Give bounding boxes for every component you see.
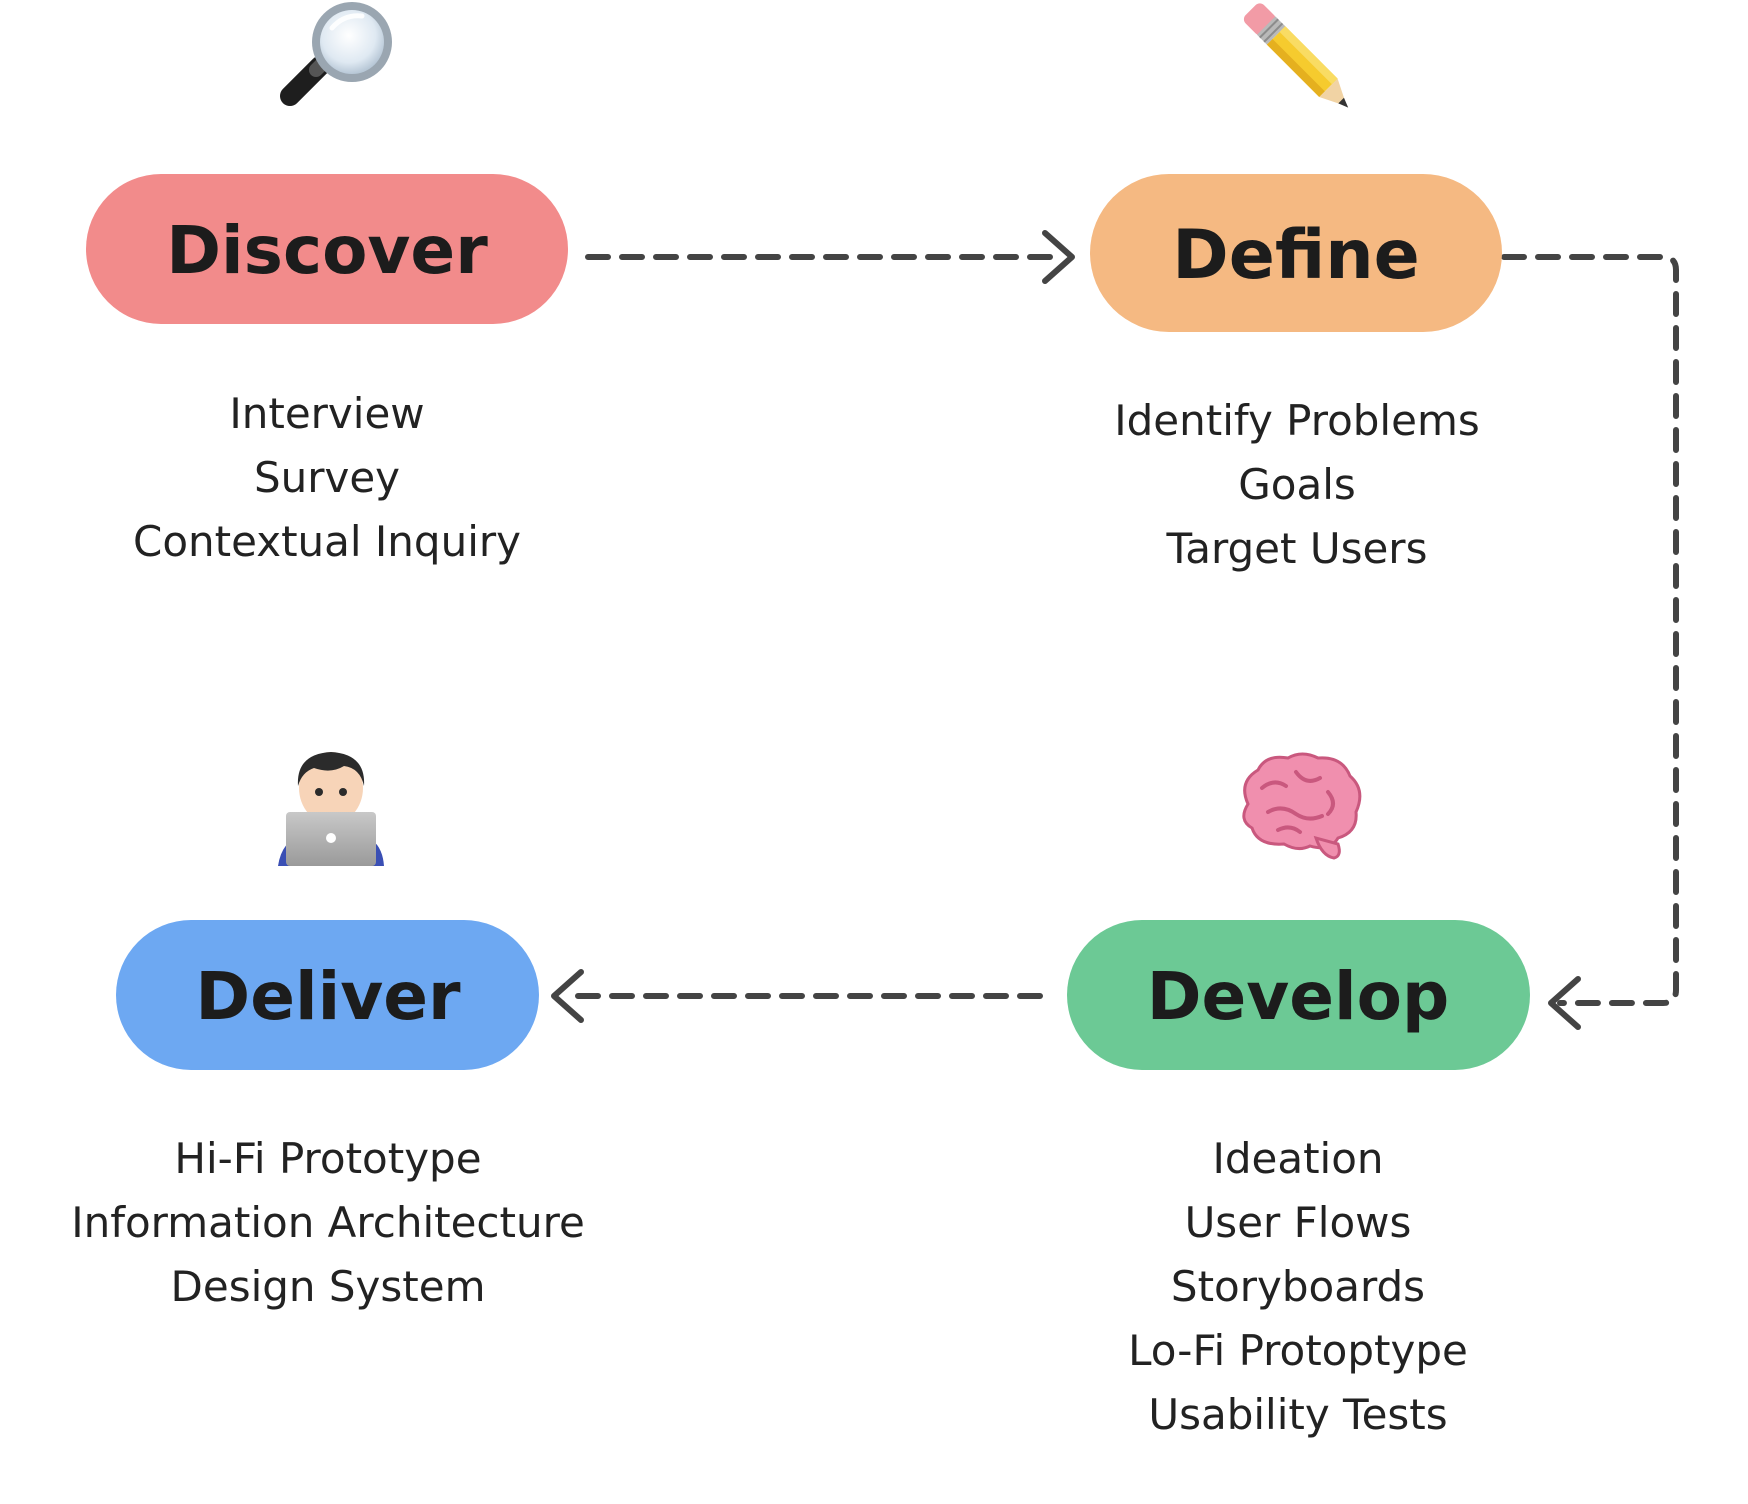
phase-deliver: Deliver — [116, 920, 539, 1070]
list-item: Information Architecture — [71, 1198, 585, 1247]
connector-define-to-develop — [1501, 254, 1679, 1030]
connector-develop-to-deliver — [551, 969, 1043, 1023]
list-item: Ideation — [1212, 1134, 1384, 1183]
discover-label: Discover — [166, 212, 488, 289]
develop-activities: Ideation User Flows Storyboards Lo-Fi Pr… — [1128, 1127, 1468, 1447]
discover-pill — [86, 174, 568, 324]
develop-label: Develop — [1147, 958, 1450, 1035]
define-label: Define — [1172, 216, 1420, 295]
discover-activities: Interview Survey Contextual Inquiry — [133, 382, 521, 574]
list-item: Identify Problems — [1114, 396, 1480, 445]
list-item: Contextual Inquiry — [133, 517, 521, 566]
arrowhead-left-icon — [1548, 976, 1581, 1030]
list-item: Survey — [253, 453, 401, 502]
phase-develop: Develop — [1067, 920, 1530, 1070]
list-item: Storyboards — [1170, 1262, 1426, 1311]
pencil-icon — [1243, 3, 1349, 108]
list-item: Goals — [1238, 460, 1356, 509]
list-item: User Flows — [1184, 1198, 1412, 1247]
magnifying-glass-icon — [280, 2, 392, 106]
list-item: Target Users — [1166, 524, 1428, 573]
deliver-label: Deliver — [195, 958, 461, 1035]
brain-icon — [1242, 752, 1362, 860]
arrowhead-left-icon — [551, 969, 584, 1023]
person-with-laptop-icon — [278, 752, 384, 866]
phase-define: Define — [1090, 174, 1502, 332]
phase-discover: Discover — [86, 174, 568, 324]
connector-discover-to-define — [585, 230, 1075, 284]
list-item: Interview — [229, 389, 425, 438]
deliver-activities: Hi-Fi Prototype Information Architecture… — [71, 1127, 585, 1319]
list-item: Design System — [170, 1262, 486, 1311]
define-activities: Identify Problems Goals Target Users — [1114, 389, 1480, 581]
list-item: Hi-Fi Prototype — [174, 1134, 482, 1183]
define-pill — [1090, 174, 1502, 332]
list-item: Lo-Fi Protoptype — [1128, 1326, 1468, 1375]
develop-pill — [1067, 920, 1530, 1070]
deliver-pill — [116, 920, 539, 1070]
list-item: Usability Tests — [1148, 1390, 1448, 1439]
arrowhead-right-icon — [1042, 230, 1075, 284]
